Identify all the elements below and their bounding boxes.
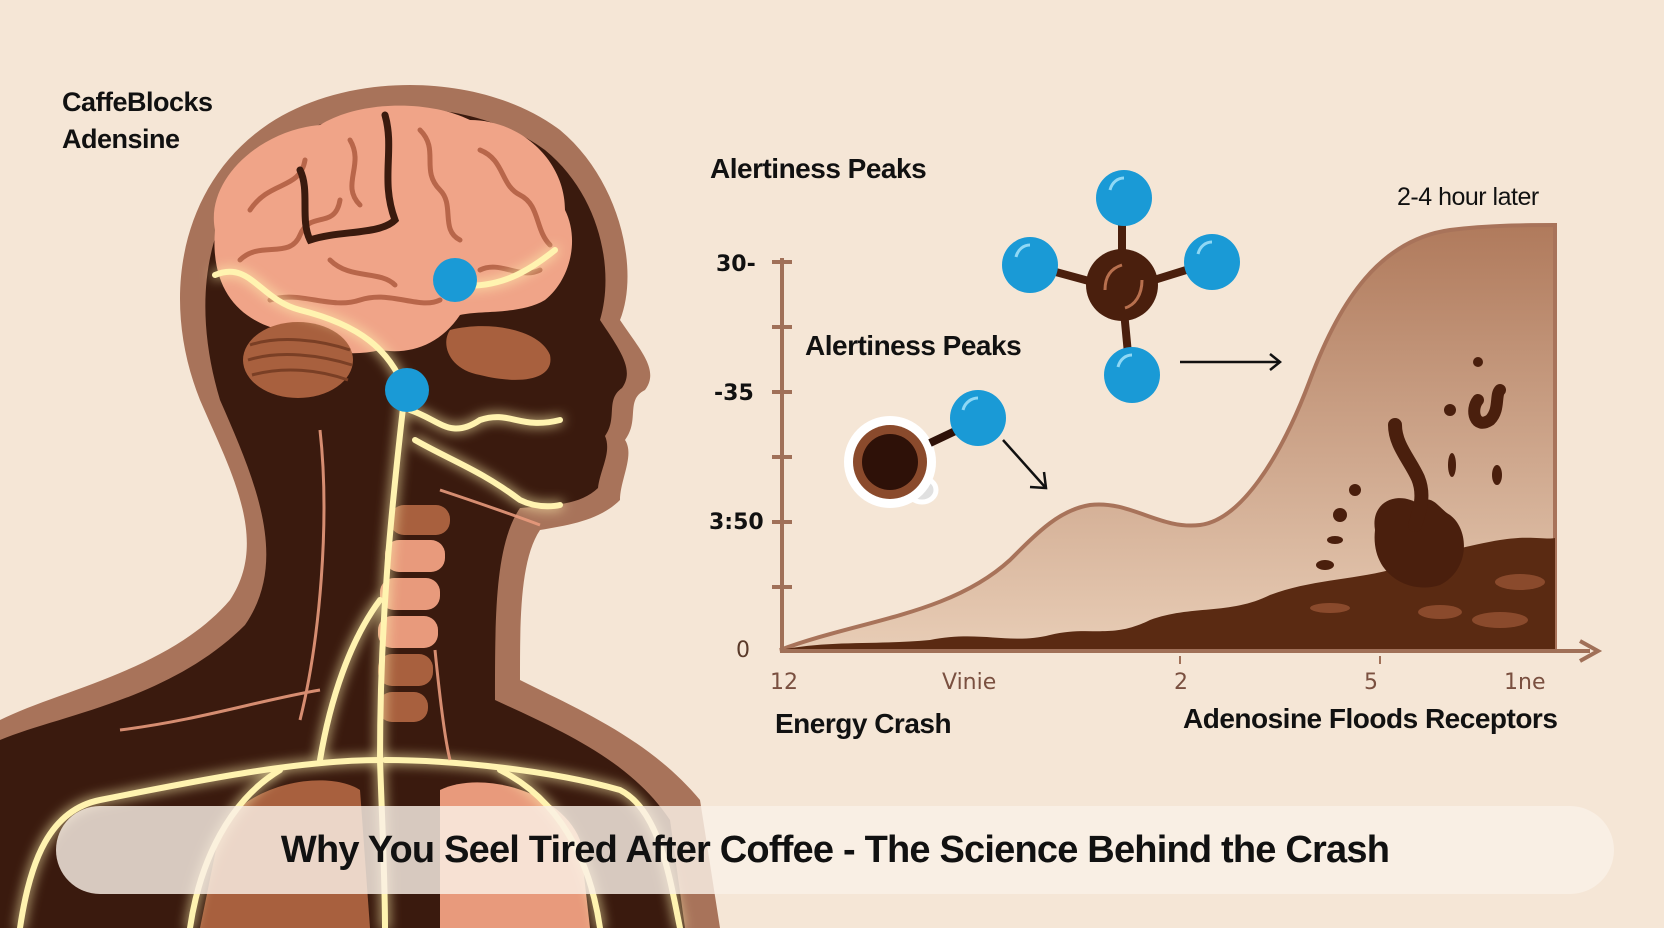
- caffeine-blocks-line2: Adensine: [62, 124, 180, 154]
- sinus: [446, 326, 551, 380]
- hours-later-annotation: 2-4 hour later: [1397, 183, 1539, 211]
- alertiness-peaks-annotation: Alertiness Peaks: [805, 330, 1022, 361]
- splash-icon: [1316, 357, 1506, 588]
- page-title: Why You Seel Tired After Coffee - The Sc…: [280, 828, 1390, 871]
- x-tick-label: 5: [1364, 670, 1378, 695]
- coffee-cup-icon: [844, 390, 1006, 508]
- y-tick-label: 3:50: [709, 510, 764, 535]
- y-tick-label: 30-: [716, 252, 756, 277]
- trachea: [378, 505, 450, 722]
- receptor-dot-brain: [433, 258, 477, 302]
- y-ticks: [772, 260, 792, 589]
- head-figure: [0, 85, 720, 928]
- x-axis-arrow: [1579, 639, 1603, 663]
- nerve-network: [17, 247, 683, 928]
- caffeine-blocks-label: CaffeBlocks Adensine: [62, 84, 213, 158]
- caffeine-blocks-line1: CaffeBlocks: [62, 87, 213, 117]
- crash-area: [780, 537, 1555, 650]
- x-tick-label: 1ne: [1504, 670, 1546, 695]
- receptor-dot-brainstem: [385, 368, 429, 412]
- y-tick-label: -35: [714, 381, 754, 406]
- alertiness-chart: [772, 170, 1603, 664]
- adenosine-floods-label: Adenosine Floods Receptors: [1183, 703, 1558, 734]
- chart-title: Alertiness Peaks: [710, 153, 927, 184]
- alertiness-area: [779, 222, 1557, 652]
- y-tick-label: 0: [736, 638, 750, 663]
- x-tick-label: 12: [770, 670, 798, 695]
- x-tick-label: Vinie: [942, 670, 997, 695]
- x-tick-label: 2: [1174, 670, 1188, 695]
- title-banner: Why You Seel Tired After Coffee - The Sc…: [56, 806, 1614, 894]
- x-ticks: [1179, 656, 1381, 664]
- energy-crash-label: Energy Crash: [775, 708, 952, 739]
- molecule-icon: [1002, 170, 1240, 403]
- arrow-right-icon: [1180, 353, 1283, 371]
- arrow-down-right-icon: [1002, 439, 1048, 490]
- brain-central-fissure: [296, 111, 400, 245]
